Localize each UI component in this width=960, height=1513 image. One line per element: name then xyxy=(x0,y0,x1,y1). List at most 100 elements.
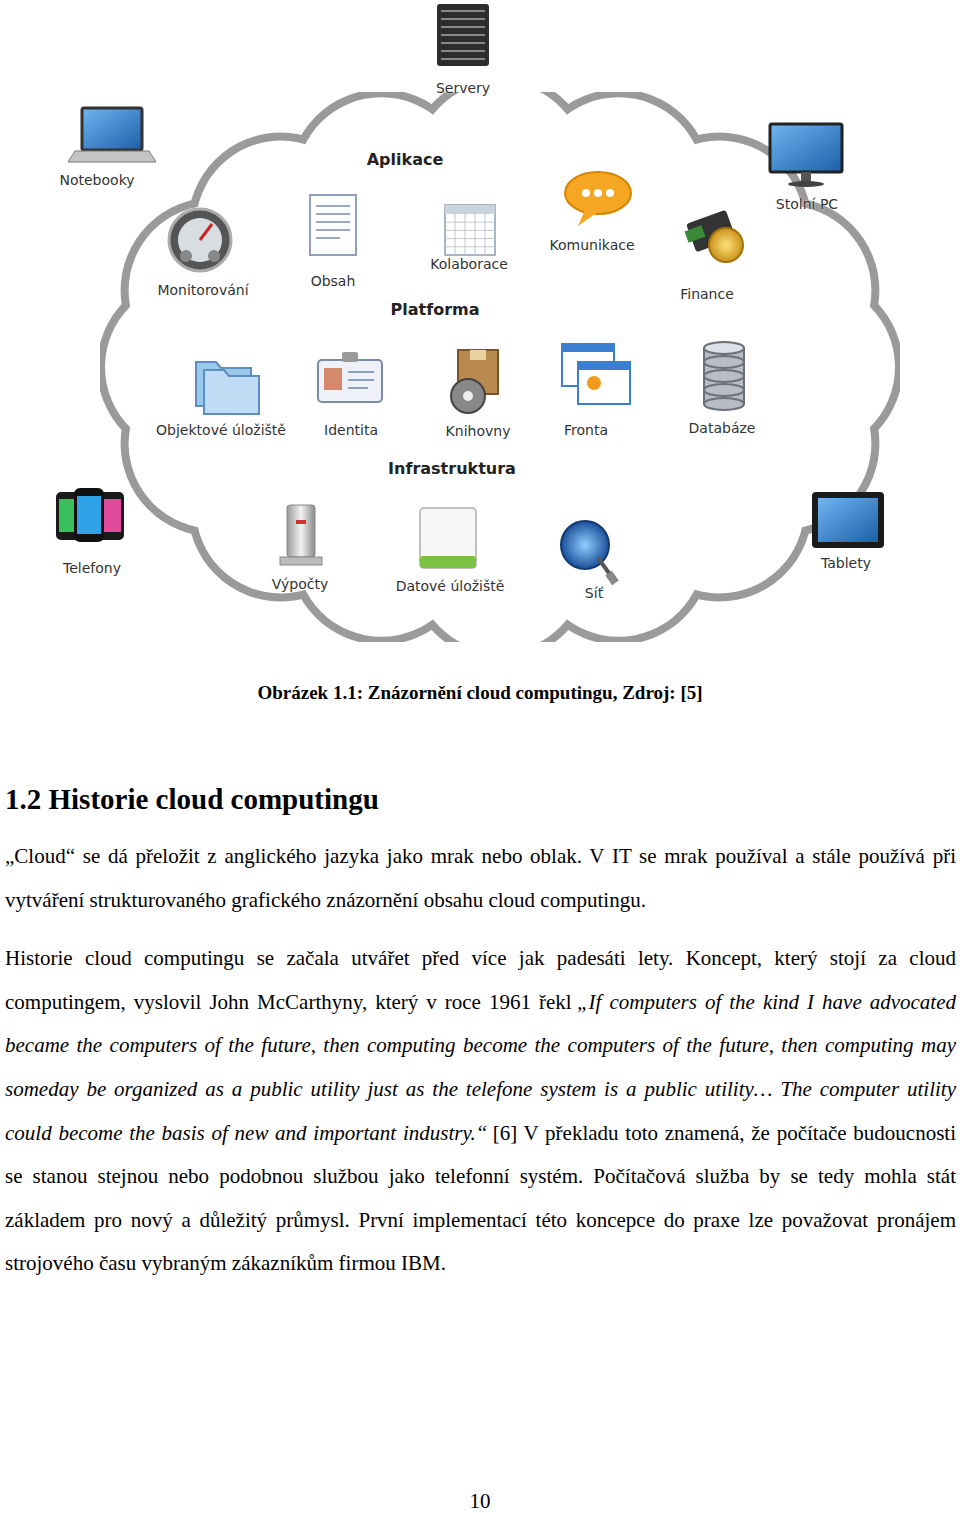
collaboration-calendar-icon-part-part xyxy=(445,230,495,231)
database-icon-part xyxy=(704,348,744,404)
content-document-icon-part xyxy=(310,195,356,255)
icon-label: Notebooky xyxy=(59,172,134,188)
database-icon-part xyxy=(704,342,744,354)
identity-card-icon-part xyxy=(342,352,358,362)
icon-label: Servery xyxy=(436,80,490,96)
data-storage-drive-icon xyxy=(420,508,476,568)
identity-card-icon-part-part xyxy=(348,387,368,389)
collaboration-calendar-icon-part-part xyxy=(445,246,495,247)
database-icon-part xyxy=(704,398,744,410)
layer-heading: Platforma xyxy=(391,300,480,319)
libraries-icon-part xyxy=(451,379,485,413)
identity-card-icon-part xyxy=(348,372,374,388)
server-icon-part-part xyxy=(441,26,485,28)
database-icon-part xyxy=(704,370,744,382)
libraries-icon-part xyxy=(463,391,473,401)
server-icon-part-part xyxy=(441,10,485,12)
finance-icon-part xyxy=(709,228,743,262)
object-storage-folder-icon-part xyxy=(204,370,259,414)
icon-label: Databáze xyxy=(689,420,756,436)
layer-heading: Infrastruktura xyxy=(388,459,516,478)
icon-illustration xyxy=(0,0,960,660)
compute-server-icon-part xyxy=(296,520,306,524)
icon-label: Kolaborace xyxy=(430,256,508,272)
data-storage-drive-icon-part xyxy=(420,556,476,568)
laptop-icon-part xyxy=(68,151,156,162)
collaboration-calendar-icon-part-part xyxy=(485,214,486,255)
icon-label: Síť xyxy=(585,585,603,601)
icon-label: Fronta xyxy=(564,422,608,438)
finance-icon xyxy=(684,210,743,262)
layer-heading: Aplikace xyxy=(367,150,444,169)
icon-label: Tablety xyxy=(821,555,871,571)
icon-label: Stolní PC xyxy=(776,196,838,212)
icon-label: Objektové úložiště xyxy=(156,422,286,438)
identity-card-icon-part xyxy=(318,360,382,402)
monitoring-gauge-icon-part xyxy=(200,224,212,240)
phones-icon-part xyxy=(74,488,104,542)
data-storage-drive-icon-part xyxy=(420,508,476,568)
monitoring-gauge-icon-part xyxy=(178,218,222,262)
tablet-icon xyxy=(812,492,884,548)
identity-card-icon-part xyxy=(324,368,342,390)
phones-icon xyxy=(56,488,124,542)
identity-card-icon-part-part xyxy=(348,379,374,381)
monitoring-gauge-icon-part xyxy=(180,250,192,262)
tablet-icon-part xyxy=(812,492,884,548)
database-icon-part xyxy=(704,384,744,396)
server-icon-part-part xyxy=(441,58,485,60)
identity-card-icon-part-part xyxy=(348,371,374,373)
tablet-icon-part xyxy=(818,498,878,542)
communication-bubble-icon-part xyxy=(594,189,602,197)
collaboration-calendar-icon-part-part xyxy=(445,238,495,239)
laptop-icon xyxy=(68,108,156,162)
body-text: „Cloud“ se dá přeložit z anglického jazy… xyxy=(5,835,956,1301)
collaboration-calendar-icon-part xyxy=(445,214,495,255)
cloud-fill-part xyxy=(190,167,810,567)
collaboration-calendar-icon xyxy=(445,205,495,255)
queue-window-icon-part xyxy=(578,362,630,370)
desktop-pc-icon-part xyxy=(770,124,842,172)
collaboration-calendar-icon-part xyxy=(445,205,495,255)
content-document-icon-part-part xyxy=(316,213,350,215)
server-icon xyxy=(437,4,489,66)
desktop-pc-icon-part xyxy=(788,181,824,187)
content-document-icon-part-part xyxy=(316,221,350,223)
database-icon xyxy=(704,342,744,410)
queue-window-icon-part xyxy=(562,344,614,352)
monitoring-gauge-icon xyxy=(169,209,231,271)
server-icon-part-part xyxy=(441,50,485,52)
collaboration-calendar-icon-part-part xyxy=(455,214,456,255)
icon-label: Komunikace xyxy=(549,237,634,253)
communication-bubble-icon-part xyxy=(606,189,614,197)
content-document-icon-part-part xyxy=(316,237,340,239)
icon-label: Knihovny xyxy=(446,423,511,439)
server-icon-part xyxy=(437,4,489,66)
compute-server-icon-part xyxy=(287,505,315,557)
content-document-icon xyxy=(310,195,356,255)
communication-bubble-icon-part xyxy=(582,189,590,197)
section-heading: 1.2 Historie cloud computingu xyxy=(5,783,379,816)
compute-server-icon xyxy=(280,505,322,565)
collaboration-calendar-icon-part-part xyxy=(475,214,476,255)
paragraph-text: „Cloud“ se dá přeložit z anglického jazy… xyxy=(5,844,956,912)
network-globe-icon xyxy=(561,521,619,585)
identity-card-icon xyxy=(318,352,382,402)
desktop-pc-icon xyxy=(770,124,842,187)
icon-label: Finance xyxy=(680,286,734,302)
server-icon-part-part xyxy=(441,42,485,44)
paragraph: „Cloud“ se dá přeložit z anglického jazy… xyxy=(5,835,956,922)
queue-window-icon-part xyxy=(578,362,630,404)
phones-icon-part xyxy=(77,496,101,534)
icon-label: Výpočty xyxy=(272,576,328,592)
collaboration-calendar-icon-part-part xyxy=(465,214,466,255)
cloud-border xyxy=(102,92,898,642)
laptop-icon-part xyxy=(82,108,142,150)
content-document-icon-part-part xyxy=(316,205,350,207)
libraries-icon xyxy=(451,350,498,413)
cloud-fill xyxy=(105,92,895,642)
compute-server-icon-part xyxy=(280,557,322,565)
content-document-icon-part-part xyxy=(316,229,350,231)
server-icon-part-part xyxy=(441,34,485,36)
